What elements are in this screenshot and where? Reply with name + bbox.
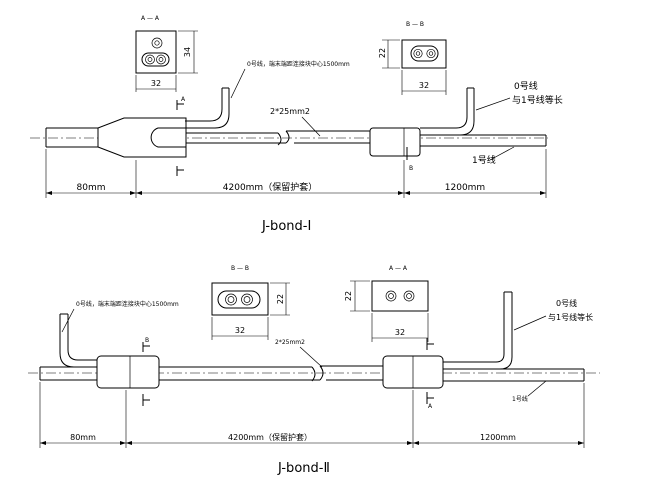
note-zero-wire-length-2: 与1号线等长 xyxy=(548,312,593,322)
dim-left: 80mm xyxy=(77,183,106,193)
section-a-block xyxy=(135,30,177,74)
conductor-icon xyxy=(413,48,423,59)
conductor-icon xyxy=(403,290,415,302)
break-mark xyxy=(285,130,290,144)
section-a-height: 22 xyxy=(344,291,353,301)
diagram-1: A — A 34 32 B — B xyxy=(30,15,563,234)
section-mark-a-label: A xyxy=(428,403,433,410)
section-b-width: 32 xyxy=(235,326,245,335)
connector-body xyxy=(97,117,187,158)
diagram-2-title: J-bond-Ⅱ xyxy=(277,461,330,476)
section-mark-a-label: A xyxy=(181,96,186,103)
joint-sleeve xyxy=(369,127,421,157)
section-mark-b-label: B xyxy=(409,165,413,172)
zero-wire-right xyxy=(443,292,513,370)
note-zero-wire-length-2: 与1号线等长 xyxy=(512,94,563,106)
section-b-height: 22 xyxy=(276,294,285,304)
note-cable-size: 2*25mm2 xyxy=(275,339,305,346)
conductor-icon xyxy=(151,37,163,49)
note-zero-wire-length: 0号线 xyxy=(514,80,538,92)
note-zero-wire-end: 0号线，端末端距连接块中心1500mm xyxy=(76,300,179,308)
note-cable-size: 2*25mm2 xyxy=(270,107,310,116)
zero-wire-left xyxy=(185,88,230,129)
section-a-block xyxy=(371,280,429,312)
note-wire-one: 1号线 xyxy=(472,154,496,166)
section-a-width: 32 xyxy=(151,79,161,88)
joint-sleeve xyxy=(96,355,160,389)
section-b-width: 32 xyxy=(419,81,429,90)
section-a-label: A — A xyxy=(141,15,160,22)
dim-right: 1200mm xyxy=(480,433,516,442)
section-b-view: B — B 22 32 xyxy=(211,265,290,340)
section-b-view: B — B 22 32 xyxy=(378,21,447,95)
dim-middle: 4200mm（保留护套） xyxy=(223,181,317,193)
section-b-block xyxy=(211,282,269,316)
section-b-height: 22 xyxy=(378,48,387,58)
dimension-line: 80mm 4200mm（保留护套） 1200mm xyxy=(45,149,547,198)
section-a-label: A — A xyxy=(389,265,408,272)
dimension-line: 80mm 4200mm（保留护套） 1200mm xyxy=(39,382,585,448)
note-zero-wire-length: 0号线 xyxy=(556,298,577,308)
section-b-label: B — B xyxy=(231,265,249,272)
note-wire-one: 1号线 xyxy=(512,395,528,403)
break-mark xyxy=(277,132,282,146)
section-b-label: B — B xyxy=(406,21,424,28)
conductor-icon xyxy=(156,54,166,65)
conductor-icon xyxy=(225,293,237,306)
break-mark xyxy=(311,366,316,382)
zero-wire-right xyxy=(420,88,475,136)
zero-wire-left xyxy=(59,314,98,368)
section-a-view: A — A 34 32 xyxy=(135,15,198,92)
section-mark-b-label: B xyxy=(145,337,149,344)
section-a-width: 32 xyxy=(395,328,405,337)
conductor-icon xyxy=(241,293,253,306)
section-a-view: A — A 22 32 xyxy=(344,265,429,342)
dim-middle: 4200mm（保留护套） xyxy=(228,432,312,442)
section-a-height: 34 xyxy=(183,47,192,57)
conductor-icon xyxy=(145,54,155,65)
sheath-outline xyxy=(141,52,170,67)
break-mark xyxy=(319,365,324,381)
conductor-icon xyxy=(385,290,397,302)
diagram-1-title: J-bond-Ⅰ xyxy=(261,219,311,234)
dim-left: 80mm xyxy=(70,433,96,442)
note-zero-wire-end: 0号线，端末端距连接块中心1500mm xyxy=(247,60,350,68)
section-b-block xyxy=(401,39,447,69)
sheath-outline xyxy=(217,290,261,309)
conductor-icon xyxy=(426,48,436,59)
dim-right: 1200mm xyxy=(445,183,485,193)
sheath-outline xyxy=(410,45,439,62)
diagram-2: B — B 22 32 A — A 22 xyxy=(28,265,600,476)
